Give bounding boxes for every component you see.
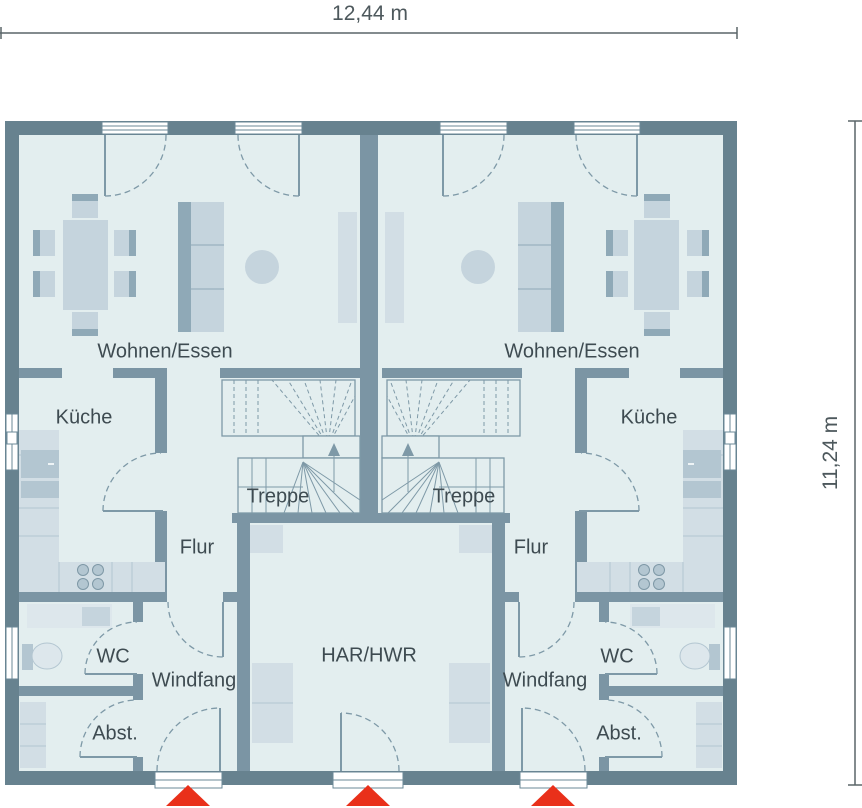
door-swing — [79, 699, 138, 758]
door-swing — [604, 621, 658, 675]
room-label-wc-right: WC — [600, 645, 634, 668]
window — [723, 413, 737, 471]
wc-fixtures-left — [22, 604, 112, 670]
door-swing — [104, 134, 167, 197]
dining-set-left — [33, 194, 136, 336]
door-swing — [518, 601, 575, 658]
interior-walls — [19, 135, 723, 771]
room-label-vestibule-left: Windfang — [151, 669, 237, 692]
entrance-marker-icon — [531, 785, 575, 806]
dimension-height-label: 11,24 m — [819, 415, 842, 491]
door-swing — [340, 712, 400, 772]
window — [439, 121, 508, 135]
room-label-vestibule-right: Windfang — [502, 669, 588, 692]
room-label-stairs-right: Treppe — [432, 485, 496, 508]
dimension-line-right — [848, 120, 862, 786]
room-label-living-left: Wohnen/Essen — [97, 340, 233, 363]
room-label-utility: HAR/HWR — [321, 644, 417, 667]
room-label-storage-left: Abst. — [92, 722, 138, 745]
door-swing — [102, 452, 163, 512]
windows — [5, 121, 737, 680]
entrance-marker-icon — [346, 785, 390, 806]
room-label-hall-left: Flur — [179, 536, 215, 559]
sideboard-left — [338, 212, 357, 323]
room-label-storage-right: Abst. — [596, 722, 642, 745]
entrance-threshold — [332, 771, 404, 789]
party-wall — [360, 135, 378, 523]
door-swing — [84, 621, 138, 675]
window — [101, 121, 169, 135]
coffee-table-left — [245, 250, 279, 284]
sideboard-right — [385, 212, 404, 323]
entrance-markers — [166, 785, 575, 806]
door-swing — [156, 707, 221, 772]
staircase-left — [221, 379, 361, 514]
room-label-hall-right: Flur — [513, 536, 549, 559]
window — [5, 413, 19, 471]
dimension-width-label: 12,44 m — [332, 2, 408, 25]
door-swing — [521, 707, 586, 772]
room-label-stairs-left: Treppe — [246, 485, 310, 508]
window — [234, 121, 303, 135]
storage-shelf-left — [20, 702, 46, 768]
kitchen-counter-right — [577, 430, 723, 592]
entrance-marker-icon — [166, 785, 210, 806]
cooktop-icon — [77, 564, 104, 590]
utility-appliances — [250, 525, 492, 743]
storage-shelf-right — [696, 702, 722, 768]
door-swings — [79, 134, 663, 772]
door-swing — [442, 134, 505, 197]
window — [5, 626, 19, 680]
stair-direction-arrow-icon — [328, 443, 340, 492]
window — [573, 121, 641, 135]
room-label-wc-left: WC — [96, 645, 130, 668]
door-swing — [575, 134, 638, 197]
window — [723, 626, 737, 680]
coffee-table-right — [461, 250, 495, 284]
cooktop-icon — [638, 564, 665, 590]
stair-direction-arrow-icon — [402, 443, 414, 492]
door-thresholds — [154, 771, 588, 789]
sofa-right — [518, 202, 564, 332]
sofa-left — [178, 202, 224, 332]
door-swing — [579, 452, 640, 512]
staircase-right — [381, 379, 521, 514]
room-label-kitchen-left: Küche — [55, 406, 113, 429]
wc-fixtures-right — [630, 604, 720, 670]
room-label-living-right: Wohnen/Essen — [504, 340, 640, 363]
room-label-kitchen-right: Küche — [620, 406, 678, 429]
door-swing — [167, 601, 224, 658]
dimension-line-top — [0, 27, 738, 39]
entrance-threshold — [519, 771, 588, 789]
door-swing — [237, 134, 300, 197]
door-swing — [604, 699, 663, 758]
kitchen-counter-left — [19, 430, 165, 592]
dining-set-right — [606, 194, 709, 336]
